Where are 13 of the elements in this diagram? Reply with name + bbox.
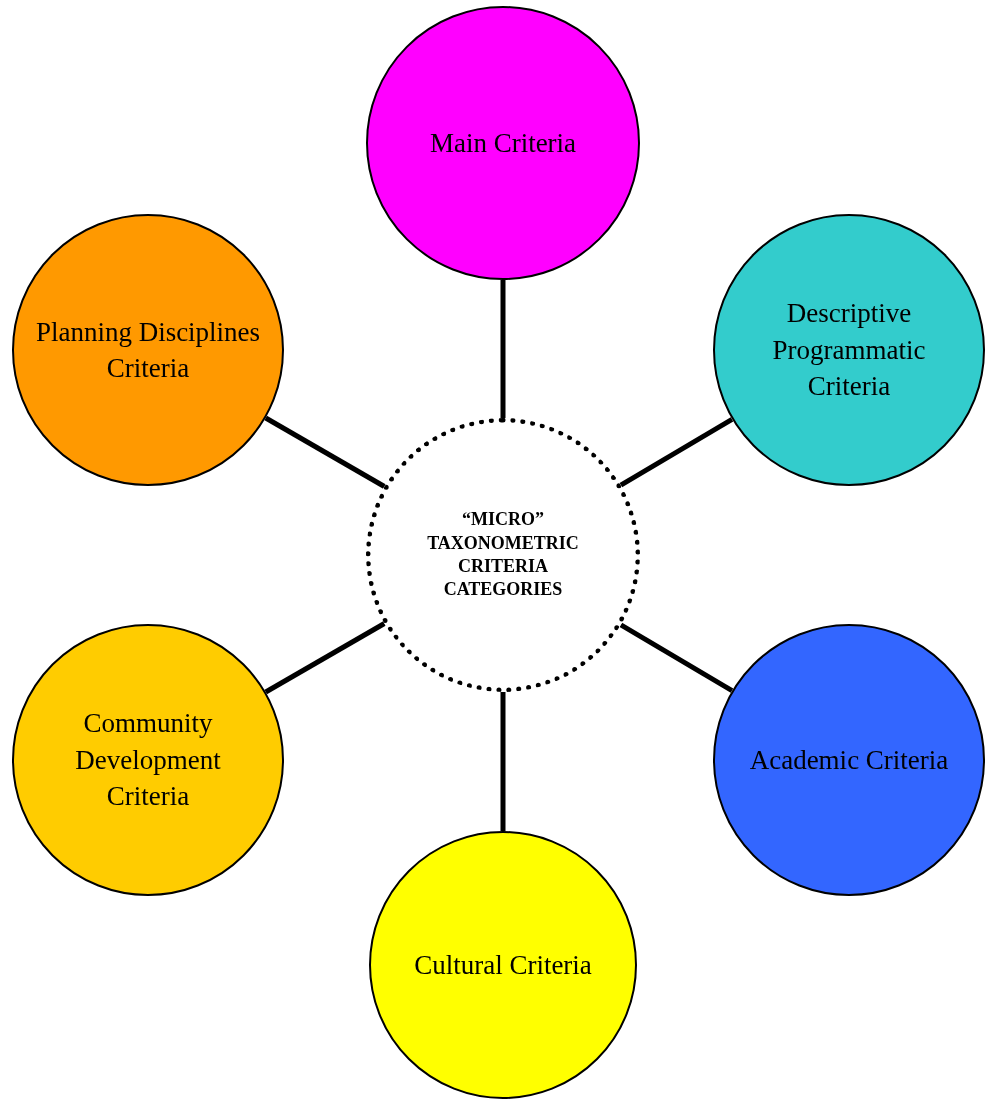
circle-label: Descriptive Programmatic Criteria: [771, 297, 927, 404]
connector-line: [619, 622, 734, 693]
connector-line: [500, 692, 506, 831]
circle-label: Community Development Criteria: [74, 707, 222, 814]
connector-line: [264, 621, 386, 695]
circle-label: “MICRO” TAXONOMETRIC CRITERIA CATEGORIES: [426, 508, 580, 602]
circle-label: Academic Criteria: [748, 743, 950, 777]
circle-label: Planning Disciplines Criteria: [34, 315, 262, 385]
connector-line: [500, 280, 506, 418]
circle-label: Cultural Criteria: [413, 948, 593, 982]
circle-label: Main Criteria: [428, 126, 578, 160]
connector-line: [264, 415, 386, 489]
connector-line: [619, 417, 734, 488]
